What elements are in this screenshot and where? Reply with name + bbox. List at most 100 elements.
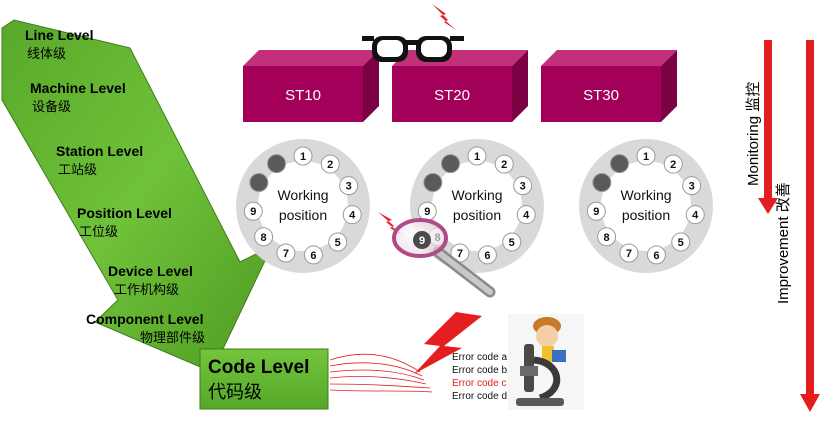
level-cn: 工作机构级	[114, 283, 179, 298]
position-marker: 3	[513, 176, 533, 196]
position-circle	[342, 205, 362, 225]
improvement-arrow	[800, 40, 820, 412]
level-cn: 工站级	[58, 163, 97, 178]
position-marker: 3	[682, 176, 702, 196]
position-marker	[592, 173, 612, 193]
position-marker: 9	[417, 201, 437, 221]
monitoring-label: Monitoring 监控	[745, 82, 762, 186]
position-circle	[586, 201, 606, 221]
level-en: Machine Level	[30, 80, 126, 96]
magnifier-icon: 9	[378, 212, 496, 298]
code-level-en: Code Level	[208, 357, 309, 378]
station-block: ST10	[243, 50, 379, 122]
position-number: 4	[349, 210, 356, 222]
position-marker	[441, 154, 461, 174]
station-front	[541, 66, 661, 122]
code-level-cn: 代码级	[208, 382, 262, 403]
position-number: 1	[643, 151, 649, 163]
signal-lines	[329, 353, 433, 393]
position-marker	[267, 154, 287, 174]
level-arrow	[1, 19, 274, 373]
position-circle	[597, 227, 617, 247]
position-circle	[339, 176, 359, 196]
position-marker: 1	[467, 146, 487, 166]
station-label: ST10	[285, 87, 321, 104]
position-dot	[267, 154, 287, 174]
station-side	[363, 50, 379, 122]
position-number: 9	[593, 206, 599, 218]
position-marker: 6	[477, 245, 497, 265]
position-number: 3	[520, 181, 526, 193]
station-label: ST20	[434, 87, 470, 104]
position-number: 5	[678, 237, 684, 249]
level-cn: 设备级	[32, 99, 71, 115]
position-marker: 2	[663, 154, 683, 174]
wheel: 1 2 3 456 78 9 Working position	[236, 139, 370, 273]
position-circle	[276, 243, 296, 263]
position-number: 1	[474, 151, 480, 163]
position-dot	[441, 154, 461, 174]
position-marker: 2	[494, 154, 514, 174]
level-cn: 物理部件级	[140, 331, 205, 346]
station-side	[512, 50, 528, 122]
position-marker: 9	[586, 201, 606, 221]
level-en: Station Level	[56, 143, 143, 159]
position-number: 6	[484, 250, 490, 262]
position-circle	[293, 146, 313, 166]
svg-text:9: 9	[419, 235, 425, 247]
improvement-label: Improvement 改善	[775, 182, 792, 304]
code-level-box	[199, 348, 329, 410]
working-label-2: position	[279, 207, 327, 223]
position-marker: 5	[328, 232, 348, 252]
station-side	[661, 50, 677, 122]
level-en: Device Level	[108, 263, 193, 279]
position-marker: 4	[516, 205, 536, 225]
position-number: 1	[300, 151, 306, 163]
position-marker: 3	[339, 176, 359, 196]
position-number: 9	[250, 206, 256, 218]
working-label-1: Working	[620, 187, 671, 203]
station-block: ST30	[541, 50, 677, 122]
position-number: 3	[346, 181, 352, 193]
position-marker	[249, 173, 269, 193]
working-position-wheels: 123456789Workingposition123456789Working…	[236, 139, 713, 273]
position-number: 2	[327, 159, 333, 171]
level-cn: 线体级	[27, 47, 66, 62]
working-label-1: Working	[277, 187, 328, 203]
monitoring-arrow	[758, 40, 778, 214]
position-circle	[513, 176, 533, 196]
station-block: ST20	[392, 50, 528, 122]
level-item: Station Level 工站级	[56, 143, 143, 178]
position-number: 4	[523, 210, 530, 222]
position-circle	[685, 205, 705, 225]
position-marker: 8	[254, 227, 274, 247]
level-item: Device Level 工作机构级	[108, 263, 193, 298]
position-marker: 6	[303, 245, 323, 265]
position-number: 7	[457, 248, 463, 260]
position-number: 2	[501, 159, 507, 171]
position-circle	[682, 176, 702, 196]
wheel-center	[602, 162, 690, 250]
position-number: 5	[509, 237, 515, 249]
position-circle	[619, 243, 639, 263]
level-en: Component Level	[86, 311, 203, 327]
position-circle	[516, 205, 536, 225]
position-marker: 1	[636, 146, 656, 166]
position-number: 3	[689, 181, 695, 193]
position-marker: 7	[619, 243, 639, 263]
position-marker: 5	[671, 232, 691, 252]
error-code: Error code d	[452, 391, 507, 402]
position-marker: 7	[276, 243, 296, 263]
position-marker: 6	[646, 245, 666, 265]
level-item: Machine Level 设备级	[30, 80, 126, 115]
position-number: 7	[283, 248, 289, 260]
position-number: 8	[604, 232, 610, 244]
position-circle	[494, 154, 514, 174]
wheel-center	[433, 162, 521, 250]
position-dot	[592, 173, 612, 193]
position-marker: 2	[320, 154, 340, 174]
